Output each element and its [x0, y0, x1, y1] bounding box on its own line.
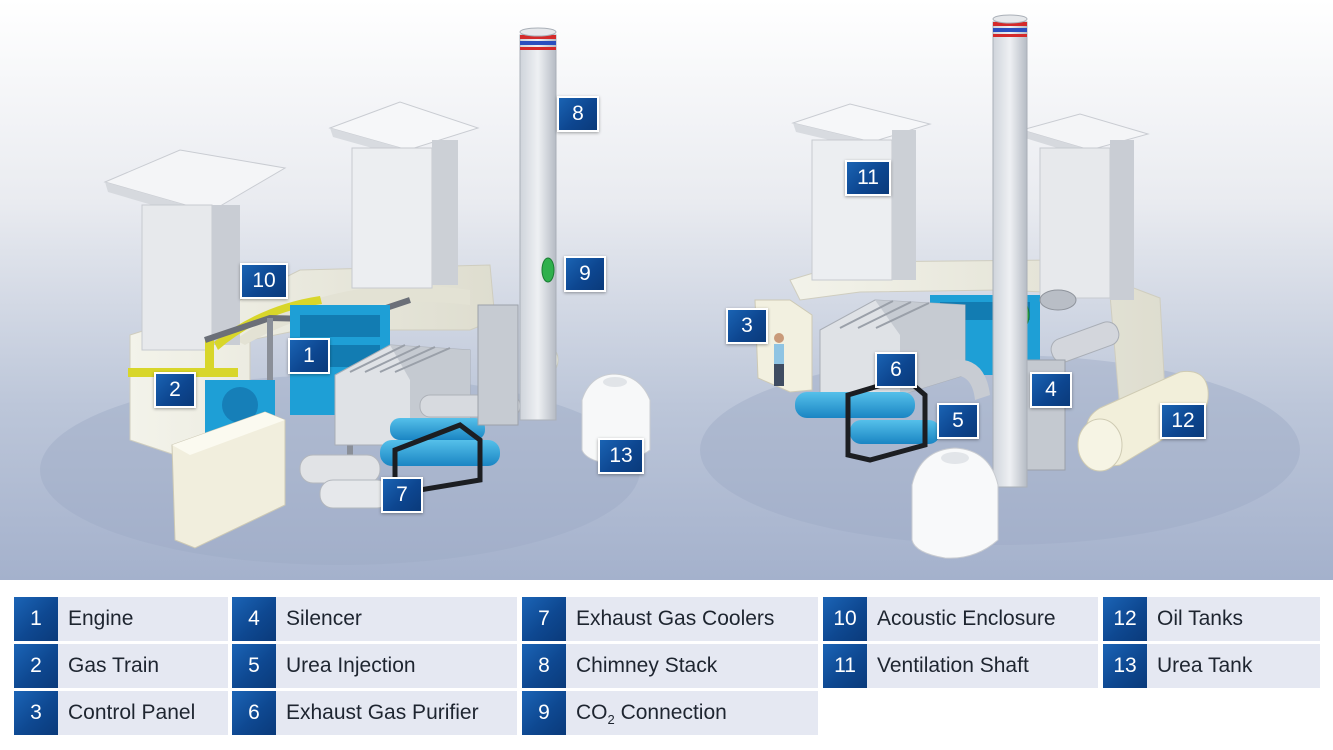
legend-label: Acoustic Enclosure	[877, 607, 1056, 630]
legend-number: 2	[14, 644, 58, 688]
legend-label: Control Panel	[68, 701, 196, 724]
legend-number: 6	[232, 691, 276, 735]
legend-item-acoustic-enclosure: 10 Acoustic Enclosure	[823, 597, 1098, 641]
legend-item-ventilation-shaft: 11 Ventilation Shaft	[823, 644, 1098, 688]
legend-item-exhaust-gas-purifier: 6 Exhaust Gas Purifier	[232, 691, 517, 735]
legend-item-chimney-stack: 8 Chimney Stack	[522, 644, 818, 688]
legend-number: 10	[823, 597, 867, 641]
legend-item-urea-injection: 5 Urea Injection	[232, 644, 517, 688]
legend-label-subscript: 2	[607, 712, 615, 728]
callout-oil-tanks: 12	[1160, 403, 1206, 439]
legend-number: 4	[232, 597, 276, 641]
callout-gas-train: 2	[154, 372, 196, 408]
callout-exhaust-gas-coolers: 7	[381, 477, 423, 513]
legend-label-co: CO	[576, 701, 608, 724]
legend-number: 5	[232, 644, 276, 688]
legend-item-gas-train: 2 Gas Train	[14, 644, 228, 688]
callout-silencer: 4	[1030, 372, 1072, 408]
legend-number: 8	[522, 644, 566, 688]
legend-number: 12	[1103, 597, 1147, 641]
legend-item-oil-tanks: 12 Oil Tanks	[1103, 597, 1320, 641]
legend-label: Urea Injection	[286, 654, 416, 677]
legend-item-control-panel: 3 Control Panel	[14, 691, 228, 735]
callout-exhaust-gas-purifier: 6	[875, 352, 917, 388]
legend-label-connection: Connection	[614, 701, 727, 724]
legend: 1 Engine 2 Gas Train 3 Control Panel 4 S…	[0, 580, 1333, 750]
legend-label: Engine	[68, 607, 134, 630]
legend-label: Exhaust Gas Coolers	[576, 607, 775, 630]
legend-number: 7	[522, 597, 566, 641]
legend-number: 11	[823, 644, 867, 688]
legend-label: Exhaust Gas Purifier	[286, 701, 479, 724]
legend-label: CO2 Connection	[576, 691, 727, 735]
legend-item-engine: 1 Engine	[14, 597, 228, 641]
plant-drawing	[0, 0, 1333, 580]
callout-urea-injection: 5	[937, 403, 979, 439]
legend-label: Oil Tanks	[1157, 607, 1243, 630]
callout-acoustic-enclosure: 10	[240, 263, 288, 299]
callout-engine: 1	[288, 338, 330, 374]
legend-label: Urea Tank	[1157, 654, 1253, 677]
legend-number: 1	[14, 597, 58, 641]
callout-ventilation-shaft: 11	[845, 160, 891, 196]
legend-number: 13	[1103, 644, 1147, 688]
callout-co2-connection: 9	[564, 256, 606, 292]
legend-label: Silencer	[286, 607, 362, 630]
legend-item-co2-connection: 9 CO2 Connection	[522, 691, 818, 735]
legend-number: 3	[14, 691, 58, 735]
legend-label: Gas Train	[68, 654, 160, 677]
callout-control-panel: 3	[726, 308, 768, 344]
legend-item-silencer: 4 Silencer	[232, 597, 517, 641]
legend-item-exhaust-gas-coolers: 7 Exhaust Gas Coolers	[522, 597, 818, 641]
callout-chimney-stack: 8	[557, 96, 599, 132]
callout-urea-tank: 13	[598, 438, 644, 474]
legend-label: Ventilation Shaft	[877, 654, 1029, 677]
legend-label: Chimney Stack	[576, 654, 718, 677]
plant-illustration: 1 2 3 4 5 6 7 8 9 10 11 12 13	[0, 0, 1333, 580]
legend-number: 9	[522, 691, 566, 735]
legend-item-urea-tank: 13 Urea Tank	[1103, 644, 1320, 688]
